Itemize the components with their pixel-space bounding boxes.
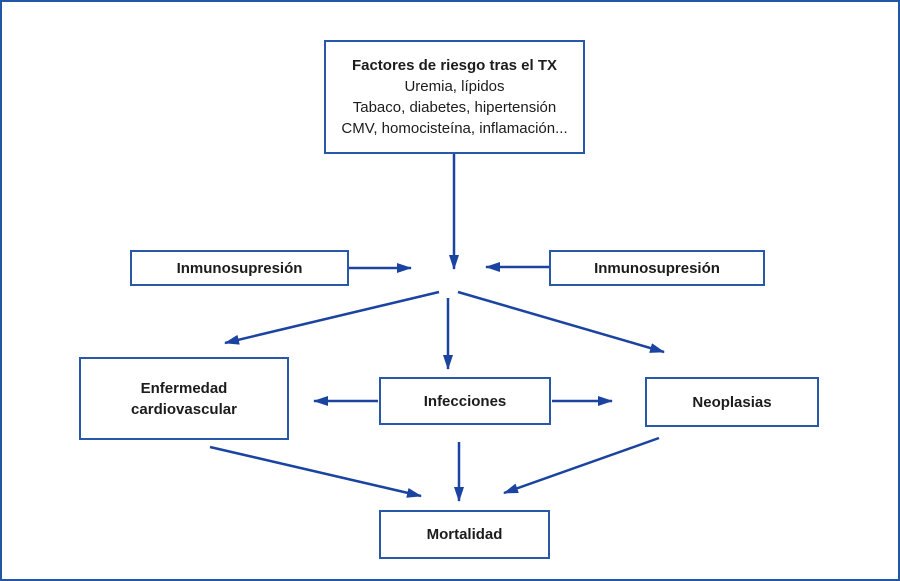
node-immunosuppression-left: Inmunosupresión [130, 250, 349, 286]
infections-label: Infecciones [423, 392, 507, 410]
immunosuppression-right-label: Inmunosupresión [594, 259, 720, 277]
risk-factors-line-2: Tabaco, diabetes, hipertensión [352, 99, 557, 116]
arrow-cardiovascular-to-mortality [209, 445, 422, 498]
node-infections: Infecciones [379, 377, 551, 425]
node-cardiovascular-disease: Enfermedad cardiovascular [79, 357, 289, 440]
arrow-center-to-cardiovascular [224, 290, 440, 345]
mortality-label: Mortalidad [426, 526, 503, 543]
arrow-neoplasms-to-mortality [503, 436, 660, 495]
node-immunosuppression-right: Inmunosupresión [549, 250, 765, 286]
immunosuppression-left-label: Inmunosupresión [176, 259, 303, 277]
cardiovascular-label-line-2: cardiovascular [131, 400, 237, 418]
arrow-center-to-neoplasms [457, 290, 665, 354]
risk-factors-line-3: CMV, homocisteína, inflamación... [341, 120, 568, 137]
node-risk-factors: Factores de riesgo tras el TX Uremia, lí… [324, 40, 585, 154]
node-neoplasms: Neoplasias [645, 377, 819, 427]
risk-factors-line-1: Uremia, lípidos [404, 78, 505, 95]
neoplasms-label: Neoplasias [692, 393, 772, 411]
node-mortality: Mortalidad [379, 510, 550, 559]
cardiovascular-label-line-1: Enfermedad [140, 379, 228, 397]
risk-factors-title: Factores de riesgo tras el TX [351, 57, 558, 74]
